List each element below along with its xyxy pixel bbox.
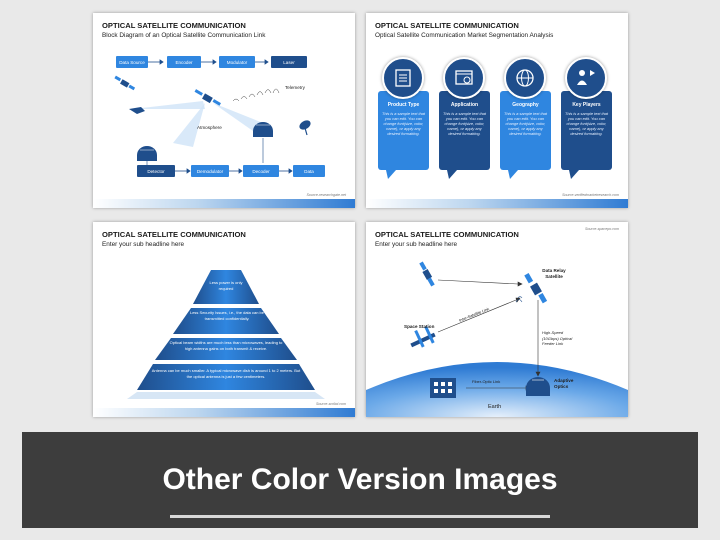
satellite-icon-small <box>419 261 435 287</box>
segment-card-key-players: Key Players This is a sample text that y… <box>561 91 612 170</box>
telemetry-label: Telemetry <box>285 85 305 90</box>
block-decoder: Decoder <box>243 165 279 177</box>
dish-antenna-icon <box>299 120 311 136</box>
players-icon <box>565 57 607 99</box>
pyramid-level-1: Less power is only required <box>209 280 243 291</box>
pyramid-graphic <box>127 270 325 399</box>
ground-station-building-icon <box>430 378 456 398</box>
list-icon <box>382 57 424 99</box>
card-title: Product Type <box>387 102 420 108</box>
block-laser: Laser <box>271 56 307 68</box>
banner-underline <box>170 515 550 518</box>
block-demodulator: Demodulator <box>191 165 229 177</box>
card-body: This is a sample text that you can edit.… <box>381 111 426 136</box>
adaptive-optics-observatory-icon <box>526 377 550 396</box>
slide-title: OPTICAL SATELLITE COMMUNICATION <box>375 21 519 30</box>
footer-bar <box>93 408 355 417</box>
earth-label: Earth <box>488 404 502 410</box>
segment-card-application: Application This is a sample text that y… <box>439 91 490 170</box>
card-pointers <box>386 170 579 179</box>
block-data-source: Data Source <box>116 56 148 68</box>
observatory-icon-1 <box>253 122 273 137</box>
feeder-link-label: High-Speed (10Gbps) Optical Feeder Link <box>542 330 573 346</box>
block-detector: Detector <box>137 165 175 177</box>
segment-card-geography: Geography This is a sample text that you… <box>500 91 551 170</box>
card-title: Geography <box>512 102 539 108</box>
source-text: Source-spacepo.com <box>585 227 619 231</box>
slide-title: OPTICAL SATELLITE COMMUNICATION <box>102 230 246 239</box>
block-modulator: Modulator <box>219 56 255 68</box>
atmosphere-label: Atmosphere <box>197 125 222 130</box>
slide-subtitle: Enter your sub headline here <box>375 241 458 248</box>
card-title: Application <box>450 102 479 108</box>
fiber-optic-link-label: Fiber-Optic Link <box>472 379 501 384</box>
pyramid-level-2: Less Security Issues, i.e., the data can… <box>189 310 265 321</box>
card-body: This is a sample text that you can edit.… <box>503 111 548 136</box>
block-data: Data <box>293 165 325 177</box>
slide-title: OPTICAL SATELLITE COMMUNICATION <box>375 230 519 239</box>
browser-gear-icon <box>443 57 485 99</box>
source-text: Source-verifiedmarketresearch.com <box>562 193 619 197</box>
source-text: Source-researchgate.net <box>306 193 346 197</box>
slide-thumbnail-1[interactable]: OPTICAL SATELLITE COMMUNICATION Block Di… <box>93 13 355 208</box>
satellite-icon-1 <box>114 75 136 91</box>
data-relay-satellite-icon <box>524 273 548 304</box>
observatory-icon-2 <box>137 146 157 161</box>
segment-card-product-type: Product Type This is a sample text that … <box>378 91 429 170</box>
block-diagram-graphics <box>114 59 311 174</box>
slide-subtitle: Block Diagram of an Optical Satellite Co… <box>102 32 266 39</box>
other-color-versions-banner: Other Color Version Images <box>22 432 698 528</box>
card-body: This is a sample text that you can edit.… <box>564 111 609 136</box>
slide-thumbnail-2[interactable]: OPTICAL SATELLITE COMMUNICATION Optical … <box>366 13 628 208</box>
footer-bar <box>366 199 628 208</box>
satellite-icon-2 <box>194 89 221 106</box>
space-station-icon <box>410 325 436 348</box>
signal-waves <box>232 88 280 102</box>
data-relay-label: Data Relay Satellite <box>542 268 566 279</box>
slide-subtitle: Optical Satellite Communication Market S… <box>375 32 554 39</box>
slide-subtitle: Enter your sub headline here <box>102 241 185 248</box>
pyramid-level-3: Optical beam widths are much less than m… <box>169 340 283 351</box>
space-station-label: Space Station <box>404 324 435 329</box>
slide-title: OPTICAL SATELLITE COMMUNICATION <box>102 21 246 30</box>
card-title: Key Players <box>572 102 601 108</box>
adaptive-optics-label: Adaptive Optics <box>554 378 574 389</box>
network-diagram <box>366 261 628 417</box>
block-encoder: Encoder <box>167 56 201 68</box>
card-body: This is a sample text that you can edit.… <box>442 111 487 136</box>
footer-bar <box>93 199 355 208</box>
source-text: Source-scribd.com <box>316 402 346 406</box>
globe-icon <box>504 57 546 99</box>
banner-title: Other Color Version Images <box>162 463 558 496</box>
pyramid-level-4: Antenna can be much smaller. A typical m… <box>151 368 301 379</box>
slide-thumbnail-3[interactable]: OPTICAL SATELLITE COMMUNICATION Enter yo… <box>93 222 355 417</box>
jet-icon <box>129 107 145 114</box>
slide-thumbnail-4[interactable]: OPTICAL SATELLITE COMMUNICATION Enter yo… <box>366 222 628 417</box>
